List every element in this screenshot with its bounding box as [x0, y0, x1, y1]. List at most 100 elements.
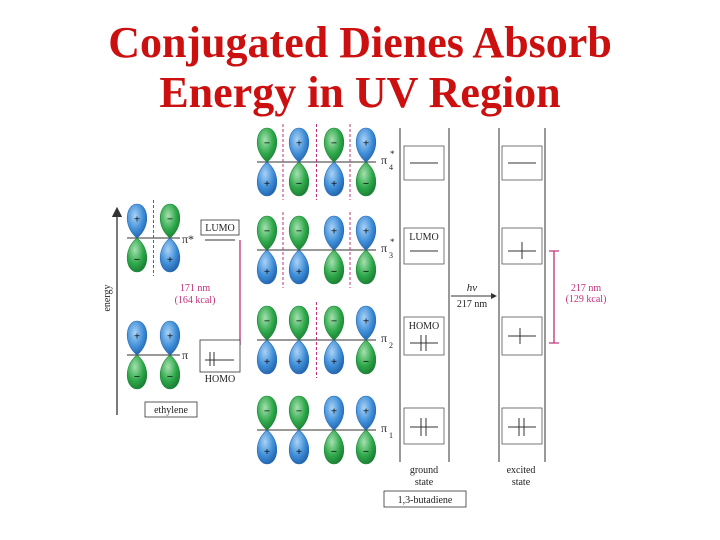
butadiene-pi2-orbital-lobe-bottom-3-sign: + [331, 356, 337, 368]
butadiene-pi4-subscript: 4 [389, 163, 393, 172]
butadiene-pi4-label: π [381, 153, 387, 167]
butadiene-pi1-orbital-lobe-bottom-1-sign: + [264, 446, 270, 458]
energy-axis-label: energy [102, 284, 113, 311]
butadiene-pi1-orbital-lobe-bottom-2 [288, 429, 310, 465]
butadiene-pi1-orbital-lobe-bottom-4-sign: − [363, 446, 369, 458]
butadiene-pi3-orbital-lobe-bottom-1 [256, 249, 278, 285]
ground-lumo-box [403, 227, 445, 265]
butadiene-pi3-orbital-lobe-bottom-4 [355, 249, 377, 285]
ethylene-labels: π* π LUMO 171 nm (164 kcal) HOMO ethylen… [144, 219, 241, 418]
ethylene-lumo-box [200, 219, 240, 236]
butadiene-pi3-orbital-lobe-top-3-sign: + [331, 225, 337, 237]
butadiene-pi3-orbital-lobe-bottom-4-sign: − [363, 266, 369, 278]
ethylene-pi-orbital-lobe-bottom-2 [159, 354, 181, 390]
ethylene-pi-orbital-lobe-bottom-1 [126, 354, 148, 390]
butadiene-pi3-orbital-lobe-top-2-sign: − [296, 225, 302, 237]
butadiene-pi4-orbital-lobe-top-1 [256, 127, 278, 163]
butadiene-pi2-orbital-lobe-top-2 [288, 305, 310, 341]
butadiene-pi1-orbital-lobe-top-3-sign: + [331, 405, 337, 417]
ethylene-pi-orbital-lobe-bottom-1-sign: − [134, 371, 140, 383]
butadiene-pi4-orbital-lobe-bottom-2-sign: − [296, 178, 302, 190]
butadiene-name: 1,3-butadiene [383, 490, 467, 508]
ethylene-transition-nm: 171 nm [180, 283, 211, 294]
butadiene-pi1-subscript: 1 [389, 431, 393, 440]
ground-homo-box [403, 316, 445, 356]
butadiene-pi4-orbital-lobe-bottom-3 [323, 161, 345, 197]
butadiene-pi2-orbital-lobe-bottom-1-sign: + [264, 356, 270, 368]
ethylene-pi-star-orbital-lobe-top-1-sign: + [134, 213, 140, 225]
excited-state-label-line2: state [512, 477, 531, 488]
ethylene-name-box [144, 401, 198, 418]
butadiene-transition-kcal: (129 kcal) [566, 294, 607, 305]
butadiene-pi1-orbital-lobe-bottom-3-sign: − [331, 446, 337, 458]
butadiene-pi1-orbital-lobe-top-2 [288, 395, 310, 431]
ethylene-homo-label: HOMO [205, 374, 236, 385]
hv-label: hν [467, 282, 478, 294]
butadiene-pi2-orbital-lobe-bottom-2 [288, 339, 310, 375]
excited-state-column: excited state [498, 128, 546, 488]
butadiene-pi4-orbital-lobe-top-3 [323, 127, 345, 163]
butadiene-pi4-orbital-lobe-bottom-1 [256, 161, 278, 197]
butadiene-pi3-orbital-lobe-bottom-2-sign: + [296, 266, 302, 278]
butadiene-pi1-orbital: −+−++−+− [256, 395, 377, 465]
butadiene-pi3-orbital-lobe-top-1 [256, 215, 278, 251]
ethylene-pi-star-orbital-lobe-top-1 [126, 203, 148, 239]
ethylene-lumo-label: LUMO [205, 223, 234, 234]
ethylene-pi-star-orbital: +−−+ [126, 200, 181, 276]
ethylene-name-label: ethylene [154, 405, 188, 416]
ground-lumo-label: LUMO [409, 232, 438, 243]
hv-nm-label: 217 nm [457, 299, 488, 310]
butadiene-pi1-orbital-lobe-bottom-4 [355, 429, 377, 465]
butadiene-pi1-orbital-lobe-bottom-1 [256, 429, 278, 465]
butadiene-pi4-orbital-lobe-top-1-sign: − [264, 137, 270, 149]
ethylene-pi-orbital-lobe-top-2 [159, 320, 181, 356]
butadiene-pi3-orbital-lobe-top-4 [355, 215, 377, 251]
butadiene-pi3-orbital-lobe-top-1-sign: − [264, 225, 270, 237]
butadiene-pi1-orbital-lobe-top-1-sign: − [264, 405, 270, 417]
ground-state-label-line2: state [415, 477, 434, 488]
butadiene-pi1-orbital-lobe-top-3 [323, 395, 345, 431]
butadiene-pi2-subscript: 2 [389, 341, 393, 350]
butadiene-pi2-orbital-lobe-bottom-4-sign: − [363, 356, 369, 368]
butadiene-pi3-orbital-lobe-bottom-2 [288, 249, 310, 285]
ethylene-pi-star-orbital-lobe-top-2-sign: − [167, 213, 173, 225]
butadiene-pi2-orbital-lobe-bottom-4 [355, 339, 377, 375]
butadiene-name-box [383, 490, 467, 508]
ethylene-pi-orbital-lobe-top-1-sign: + [134, 330, 140, 342]
ground-state-label-line1: ground [410, 465, 438, 476]
butadiene-pi2-orbital-lobe-bottom-3 [323, 339, 345, 375]
butadiene-pi1-label: π [381, 421, 387, 435]
butadiene-pi1-orbital-lobe-bottom-3 [323, 429, 345, 465]
butadiene-pi3-subscript: 3 [389, 251, 393, 260]
butadiene-pi2-orbital-lobe-top-3-sign: − [331, 315, 337, 327]
butadiene-pi2-orbital-lobe-bottom-1 [256, 339, 278, 375]
butadiene-pi3-orbital-lobe-top-3 [323, 215, 345, 251]
butadiene-pi3-star: * [390, 237, 395, 247]
ethylene-pi-star-label: π* [182, 232, 194, 246]
butadiene-transition: 217 nm (129 kcal) [549, 250, 607, 344]
excited-state-label-line1: excited [507, 465, 536, 476]
butadiene-pi4-orbital-lobe-top-2 [288, 127, 310, 163]
hv-arrowhead [491, 293, 497, 299]
butadiene-pi2-orbital-lobe-top-1-sign: − [264, 315, 270, 327]
butadiene-pi3-orbital-lobe-bottom-1-sign: + [264, 266, 270, 278]
butadiene-pi4-orbital-lobe-bottom-3-sign: + [331, 178, 337, 190]
hv-transition: hν 217 nm [451, 282, 497, 310]
butadiene-pi3-label: π [381, 241, 387, 255]
butadiene-pi4-orbital: −++−−++− [256, 124, 377, 200]
butadiene-pi1-orbital-lobe-top-2-sign: − [296, 405, 302, 417]
ethylene-pi-orbital-lobe-top-2-sign: + [167, 330, 173, 342]
butadiene-pi3-orbital-lobe-bottom-3 [323, 249, 345, 285]
butadiene-name-label: 1,3-butadiene [398, 495, 453, 506]
ethylene-homo-box [199, 339, 241, 373]
butadiene-pi4-orbital-lobe-bottom-4 [355, 161, 377, 197]
butadiene-pi4-orbital-lobe-top-2-sign: + [296, 137, 302, 149]
butadiene-pi2-orbital-lobe-top-4 [355, 305, 377, 341]
ethylene-pi-label: π [182, 348, 188, 362]
butadiene-pi1-orbital-lobe-bottom-2-sign: + [296, 446, 302, 458]
ethylene-pi-orbital-lobe-top-1 [126, 320, 148, 356]
ground-homo-label: HOMO [409, 321, 440, 332]
butadiene-pi4-orbital-lobe-top-3-sign: − [331, 137, 337, 149]
